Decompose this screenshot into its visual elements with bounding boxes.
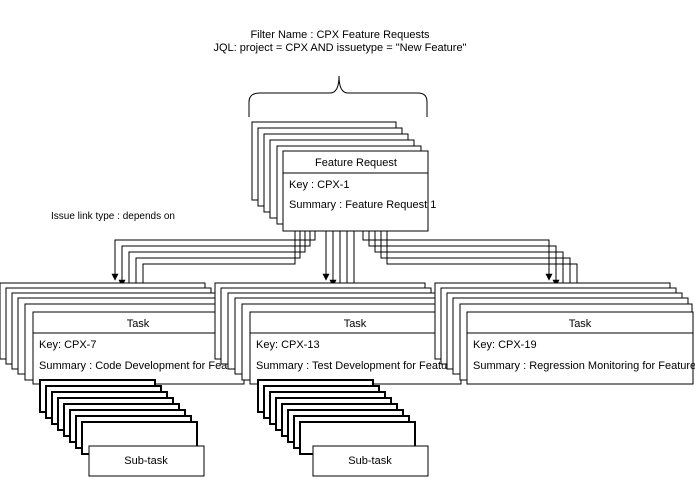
left-task-connectors [111,231,316,305]
subtask-label: Sub-task [124,455,168,467]
feature-request-title: Feature Request [315,157,397,169]
filter-name-text: Filter Name : CPX Feature Requests [250,29,430,41]
task-key: Key: CPX-13 [256,339,320,351]
subtask-label: Sub-task [348,455,392,467]
task-card-cpx-13[interactable]: Task Key: CPX-13 Summary : Test Developm… [249,311,466,385]
task-title: Task [127,318,150,330]
subtask-card-middle[interactable]: Sub-task [312,445,429,477]
issue-link-type-label: Issue link type : depends on [51,211,175,222]
subtask-card-left[interactable]: Sub-task [88,445,205,477]
feature-request-summary: Summary : Feature Request 1 [289,199,436,211]
task-key: Key: CPX-19 [473,339,537,351]
task-card-cpx-19[interactable]: Task Key: CPX-19 Summary : Regression Mo… [466,311,695,385]
task-summary: Summary : Test Development for Feature 1 [256,360,466,372]
left-subtask-stack [39,379,198,455]
filter-jql-text: JQL: project = CPX AND issuetype = "New … [214,42,467,54]
middle-subtask-stack [257,379,416,455]
right-task-connectors [362,231,581,305]
task-card-cpx-7[interactable]: Task Key: CPX-7 Summary : Code Developme… [32,311,246,385]
filter-brace [248,75,428,117]
feature-request-key: Key : CPX-1 [289,179,350,191]
task-summary: Summary : Regression Monitoring for Feat… [473,360,695,372]
task-key: Key: CPX-7 [39,339,96,351]
task-title: Task [344,318,367,330]
task-summary: Summary : Code Development for Feature [39,360,246,372]
feature-request-card[interactable]: Feature Request Key : CPX-1 Summary : Fe… [282,150,436,232]
task-title: Task [569,318,592,330]
